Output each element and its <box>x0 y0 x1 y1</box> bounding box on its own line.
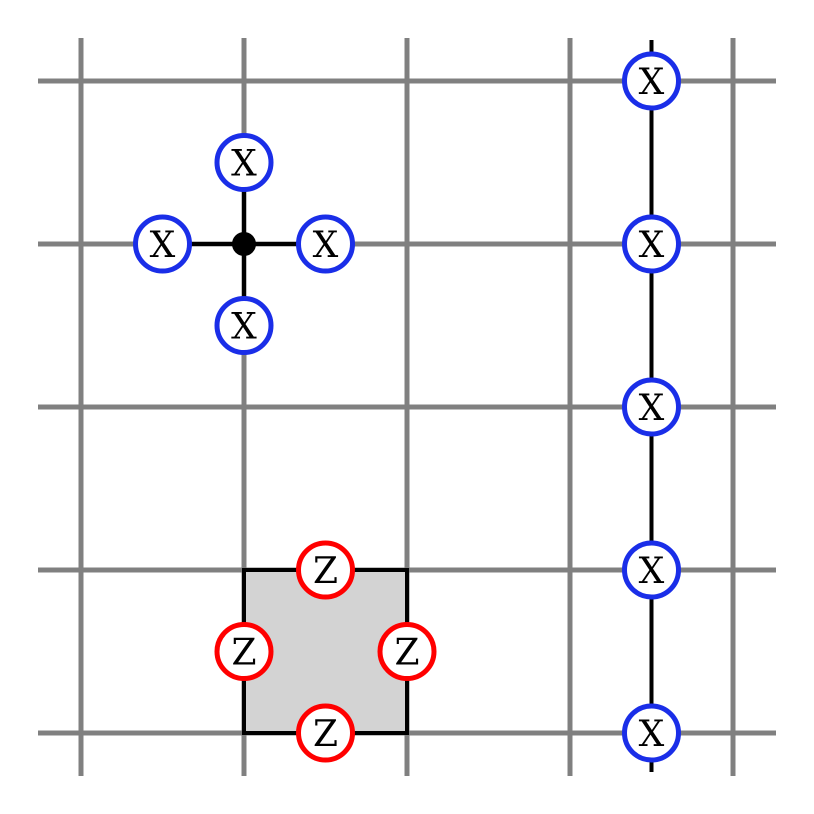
x-operator-label: X <box>639 62 665 103</box>
z-operator-circle <box>296 703 355 763</box>
x-operator: X <box>296 214 355 274</box>
x-operator: X <box>214 296 274 355</box>
x-operator: X <box>214 133 274 192</box>
x-operator-label: X <box>639 225 665 266</box>
x-operator-circle <box>622 214 681 274</box>
z-operator-label: Z <box>231 633 256 674</box>
x-operator-label: X <box>231 307 257 348</box>
z-operator-circle <box>214 622 274 681</box>
x-operator-label: X <box>639 714 665 755</box>
x-operator-label: X <box>231 144 257 185</box>
x-operator-label: X <box>639 551 665 592</box>
operators: X X X X Z Z Z Z X X X X X <box>133 51 681 763</box>
x-operator: X <box>133 214 192 274</box>
z-operator-circle <box>296 540 355 600</box>
x-operator-label: X <box>150 225 176 266</box>
z-operator: Z <box>377 622 437 681</box>
x-operator-circle <box>622 540 681 600</box>
x-operator-circle <box>622 51 681 111</box>
z-operator-label: Z <box>394 633 419 674</box>
x-operator-circle <box>296 214 355 274</box>
x-operator: X <box>622 703 681 763</box>
x-operator-label: X <box>313 225 339 266</box>
x-operator: X <box>622 51 681 111</box>
z-operator-label: Z <box>313 551 338 592</box>
z-operator-circle <box>377 622 437 681</box>
z-operator: Z <box>214 622 274 681</box>
star-vertex <box>232 232 256 256</box>
x-operator-circle <box>214 296 274 355</box>
x-operator: X <box>622 540 681 600</box>
z-operator: Z <box>296 540 355 600</box>
z-operator: Z <box>296 703 355 763</box>
x-operator-label: X <box>639 388 665 429</box>
x-operator-circle <box>622 377 681 437</box>
x-operator: X <box>622 214 681 274</box>
x-operator-circle <box>214 133 274 192</box>
x-operator-circle <box>622 703 681 763</box>
z-operator-label: Z <box>313 714 338 755</box>
x-operator: X <box>622 377 681 437</box>
x-operator-circle <box>133 214 192 274</box>
